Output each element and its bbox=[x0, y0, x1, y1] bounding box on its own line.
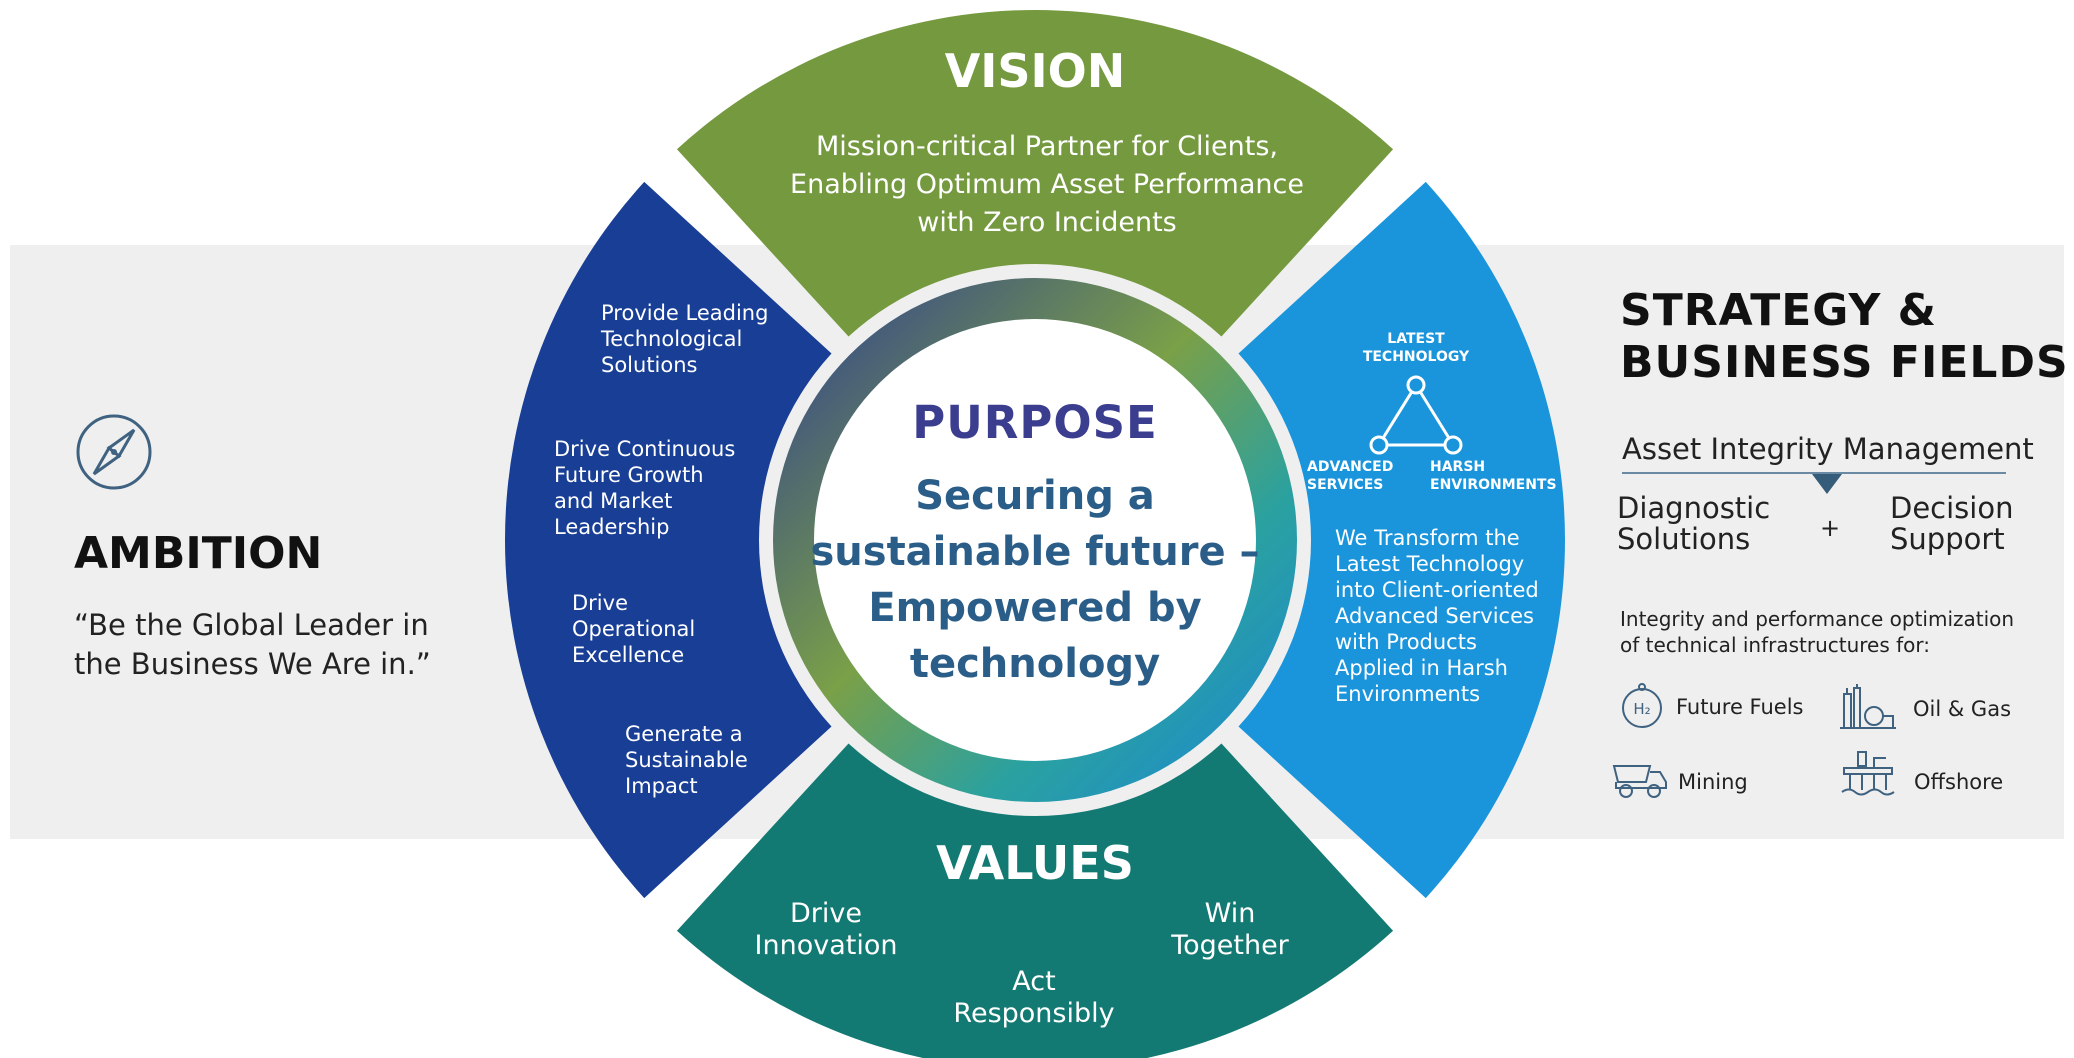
field-offshore: Offshore bbox=[1914, 770, 2004, 794]
hydrogen-icon: H₂ bbox=[1622, 683, 1662, 728]
compass-icon bbox=[76, 414, 152, 490]
mission-item-operational-excellence: Drive Operational Excellence bbox=[572, 591, 696, 667]
mission-item-sustainable-impact: Generate a Sustainable Impact bbox=[625, 722, 748, 798]
plus-sign: + bbox=[1820, 514, 1841, 542]
vision-title: VISION bbox=[944, 44, 1126, 98]
latest-technology-node bbox=[1406, 375, 1426, 395]
field-future-fuels: Future Fuels bbox=[1676, 695, 1804, 719]
diagnostic-solutions: Diagnostic Solutions bbox=[1617, 491, 1771, 556]
label-latest-technology: LATEST TECHNOLOGY bbox=[1362, 331, 1470, 365]
integrity-description: Integrity and performance optimization o… bbox=[1620, 607, 2015, 657]
asset-integrity-management: Asset Integrity Management bbox=[1622, 432, 2034, 466]
strategy-text: We Transform the Latest Technology into … bbox=[1335, 526, 1539, 706]
field-oil-and-gas: Oil & Gas bbox=[1913, 697, 2012, 721]
vision-sector bbox=[676, 10, 1394, 337]
label-advanced-services: ADVANCED SERVICES bbox=[1307, 459, 1394, 493]
vision-text: Mission-critical Partner for Clients, En… bbox=[790, 131, 1304, 238]
value-win-together: Win Together bbox=[1171, 898, 1289, 961]
value-drive-innovation: Drive Innovation bbox=[754, 898, 898, 961]
decision-support: Decision Support bbox=[1890, 491, 2014, 556]
refinery-icon bbox=[1840, 684, 1896, 729]
offshore-platform-icon bbox=[1841, 751, 1895, 796]
purpose-title: PURPOSE bbox=[912, 396, 1158, 449]
strategy-business-fields-title: STRATEGY & BUSINESS FIELDS bbox=[1620, 285, 2069, 388]
strategy-triangle bbox=[1369, 375, 1463, 455]
advanced-services-node bbox=[1369, 435, 1389, 455]
mission-item-future-growth: Drive Continuous Future Growth and Marke… bbox=[554, 437, 736, 539]
value-act-responsibly: Act Responsibly bbox=[953, 966, 1115, 1029]
mission-item-technological-solutions: Provide Leading Technological Solutions bbox=[601, 301, 769, 377]
divider-line bbox=[1622, 472, 2006, 474]
mining-truck-icon bbox=[1612, 765, 1667, 798]
harsh-environments-node bbox=[1443, 435, 1463, 455]
svg-text:H₂: H₂ bbox=[1633, 700, 1650, 718]
values-title: VALUES bbox=[936, 836, 1134, 890]
ambition-quote: “Be the Global Leader in the Business We… bbox=[74, 608, 431, 681]
mission-sector bbox=[505, 181, 832, 899]
purpose-center bbox=[814, 319, 1256, 761]
field-mining: Mining bbox=[1678, 770, 1748, 794]
purpose-text: Securing a sustainable future – Empowere… bbox=[810, 473, 1260, 687]
ambition-title: AMBITION bbox=[74, 528, 323, 579]
strategy-sector bbox=[1238, 181, 1565, 899]
values-sector bbox=[676, 743, 1394, 1058]
down-arrow-icon bbox=[1812, 474, 1842, 494]
label-harsh-environments: HARSH ENVIRONMENTS bbox=[1430, 459, 1557, 493]
